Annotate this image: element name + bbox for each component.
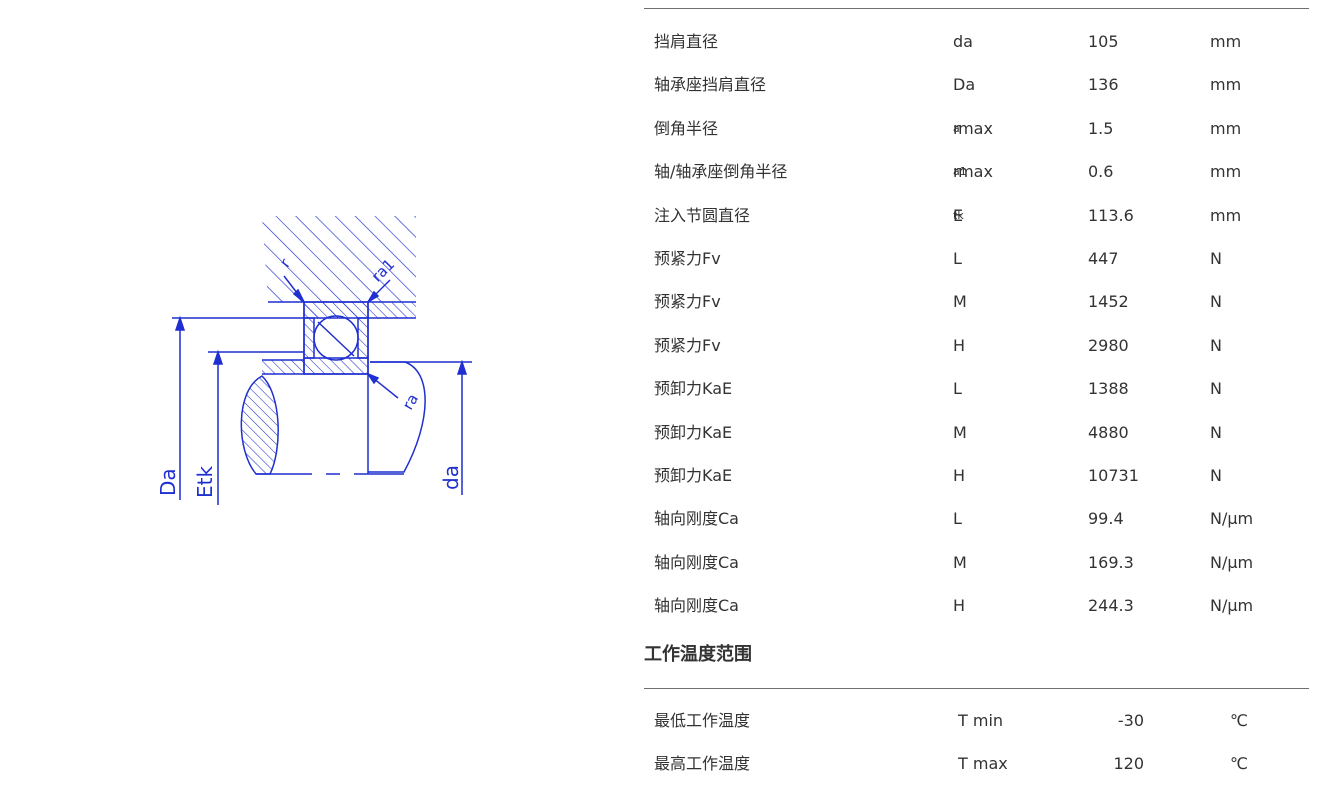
spec-unit: N	[1210, 248, 1222, 268]
spec-name: 预卸力KaE	[654, 422, 733, 442]
spec-name: 预紧力Fv	[654, 292, 721, 312]
spec-value: 447	[1088, 248, 1119, 268]
spec-row: 预紧力Fv L 447 N	[644, 237, 1309, 280]
spec-row: 轴承座挡肩直径 Da 136 mm	[644, 63, 1309, 106]
spec-value: 136	[1088, 75, 1119, 95]
spec-unit: N	[1210, 292, 1222, 312]
spec-symbol: L	[953, 248, 962, 268]
spec-symbol: M	[953, 422, 967, 442]
temperature-table: 最低工作温度 T min -30 ℃ 最高工作温度 T max 120 ℃	[644, 699, 1309, 786]
spec-symbol: H	[953, 335, 966, 355]
spec-name: 轴/轴承座倒角半径	[654, 162, 788, 182]
spec-unit: N	[1210, 335, 1222, 355]
temp-name: 最高工作温度	[654, 754, 751, 774]
spec-unit: N/μm	[1210, 552, 1254, 572]
spec-value: 2980	[1088, 335, 1129, 355]
spec-value: 1452	[1088, 292, 1129, 312]
spec-value: 10731	[1088, 465, 1139, 485]
spec-symbol: L	[953, 379, 962, 399]
spec-row: 轴向刚度Ca L 99.4 N/μm	[644, 497, 1309, 540]
label-Etk: Etk	[193, 466, 217, 498]
temp-symbol: T max	[958, 754, 1008, 774]
spec-unit: mm	[1210, 75, 1242, 95]
spec-unit: mm	[1210, 32, 1242, 51]
spec-row: 预卸力KaE L 1388 N	[644, 367, 1309, 410]
spec-unit: N/μm	[1210, 509, 1254, 529]
spec-value: 113.6	[1088, 205, 1134, 225]
spec-symbol: M	[953, 292, 967, 312]
spec-name: 预紧力Fv	[654, 248, 721, 268]
spec-row: 预卸力KaE M 4880 N	[644, 411, 1309, 454]
spec-symbol: da	[953, 32, 973, 51]
temperature-row: 最低工作温度 T min -30 ℃	[644, 699, 1309, 742]
spec-value: 99.4	[1088, 509, 1124, 529]
spec-name: 预紧力Fv	[654, 335, 721, 355]
spec-row: 轴向刚度Ca M 169.3 N/μm	[644, 541, 1309, 584]
spec-name: 倒角半径	[654, 118, 719, 138]
spec-symbol: M	[953, 552, 967, 572]
spec-unit: mm	[1210, 205, 1242, 225]
spec-symbol: L	[953, 509, 962, 529]
spec-unit: mm	[1210, 162, 1242, 182]
temp-symbol: T min	[958, 711, 1004, 730]
spec-value: 244.3	[1088, 596, 1134, 616]
spec-name: 轴向刚度Ca	[654, 596, 739, 616]
mounting-dimension-drawing: r ra1 ra Da Etk da	[156, 216, 472, 505]
spec-name: 挡肩直径	[654, 32, 719, 51]
shaft-left-section	[240, 375, 279, 475]
spec-value: 4880	[1088, 422, 1129, 442]
spec-value: 0.6	[1088, 162, 1114, 182]
top-divider	[644, 8, 1309, 9]
temp-value: 120	[1113, 754, 1144, 774]
spec-value: 169.3	[1088, 552, 1134, 572]
spec-value: 1388	[1088, 379, 1129, 399]
temperature-divider	[644, 688, 1309, 689]
label-ra: ra	[399, 391, 422, 413]
spec-row: 挡肩直径 da 105 mm	[644, 20, 1309, 63]
temp-unit: ℃	[1230, 711, 1248, 730]
spec-name: 轴向刚度Ca	[654, 552, 739, 572]
rolling-ball	[313, 315, 359, 361]
label-da: da	[439, 465, 463, 490]
spec-name: 轴承座挡肩直径	[654, 75, 767, 95]
spec-symbol: Da	[953, 75, 976, 95]
spec-name: 预卸力KaE	[654, 465, 733, 485]
spec-value: 1.5	[1088, 118, 1114, 138]
temperature-section-title: 工作温度范围	[644, 644, 752, 665]
spec-name: 注入节圆直径	[654, 205, 751, 225]
temp-name: 最低工作温度	[654, 711, 751, 730]
label-Da: Da	[156, 468, 180, 496]
spec-unit: N	[1210, 422, 1222, 442]
spec-unit: N	[1210, 379, 1222, 399]
spec-unit: N	[1210, 465, 1222, 485]
spec-name: 轴向刚度Ca	[654, 509, 739, 529]
temp-value: -30	[1117, 711, 1144, 730]
spec-row: 预紧力Fv H 2980 N	[644, 324, 1309, 367]
spec-name: 预卸力KaE	[654, 379, 733, 399]
spec-row: 轴向刚度Ca H 244.3 N/μm	[644, 584, 1309, 627]
spec-symbol: H	[953, 465, 966, 485]
spec-unit: N/μm	[1210, 596, 1254, 616]
spec-row: 预紧力Fv M 1452 N	[644, 280, 1309, 323]
spec-symbol: H	[953, 596, 966, 616]
temperature-row: 最高工作温度 T max 120 ℃	[644, 742, 1309, 785]
temp-unit: ℃	[1230, 754, 1248, 774]
spec-value: 105	[1088, 32, 1119, 51]
spec-row: 预卸力KaE H 10731 N	[644, 454, 1309, 497]
spec-unit: mm	[1210, 118, 1242, 138]
